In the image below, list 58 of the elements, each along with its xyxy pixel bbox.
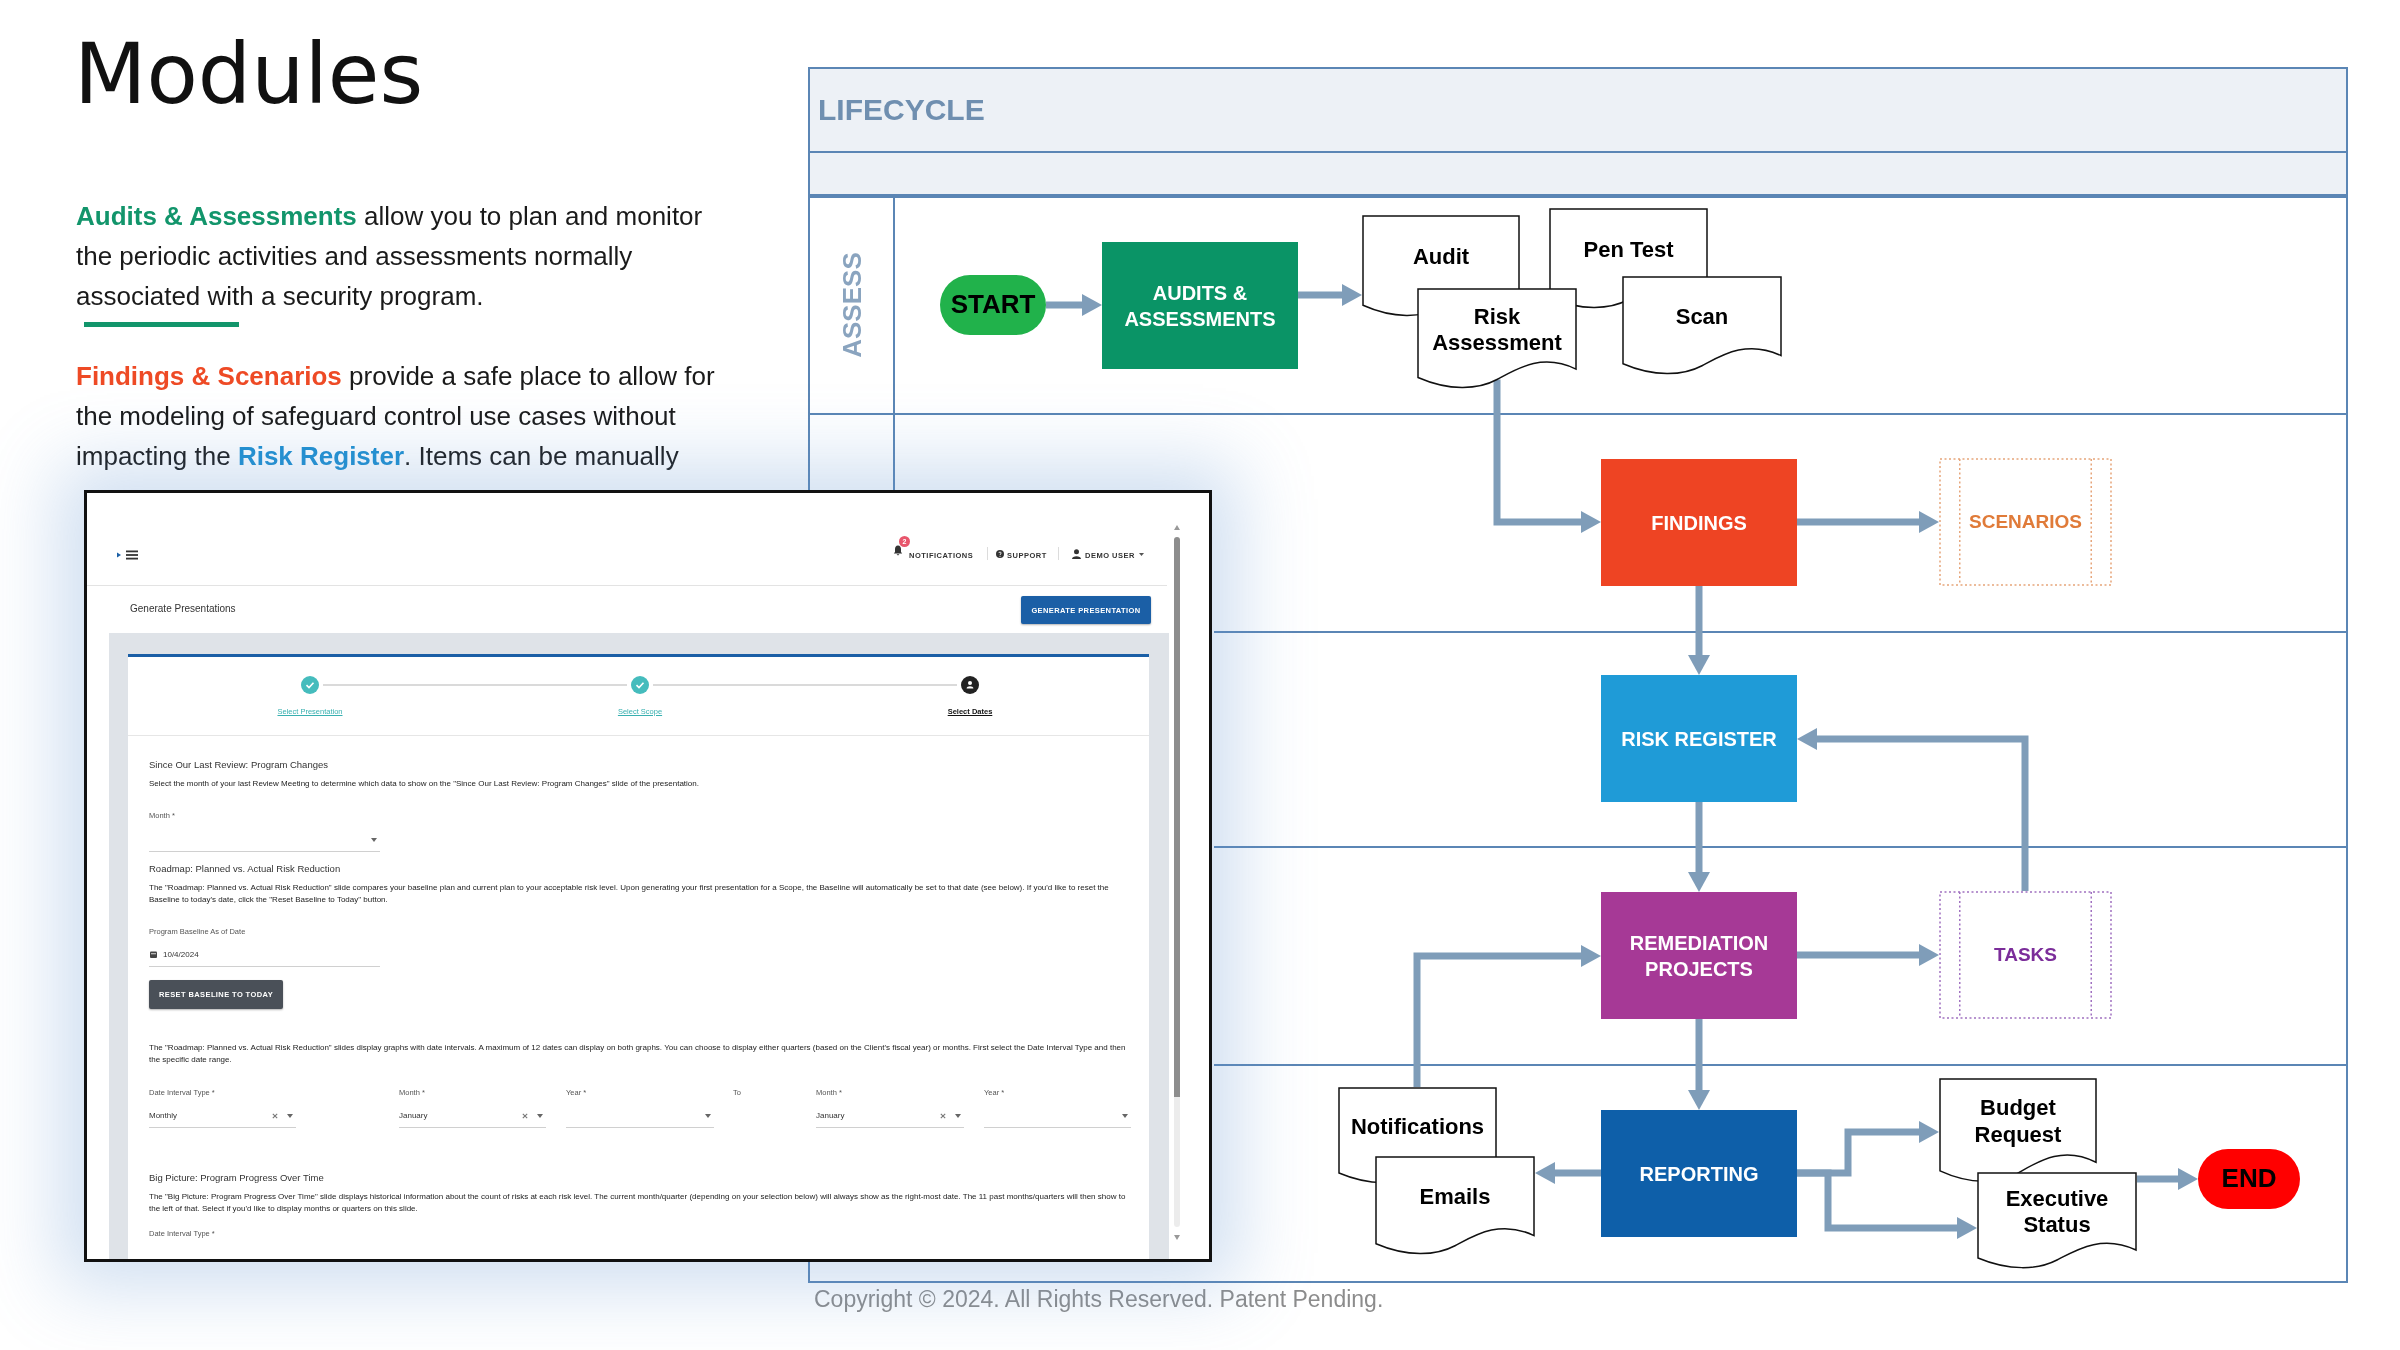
description-text: Audits & Assessments allow you to plan and monitor the periodic activities and assessments normally associated with a security program. [76,200,704,313]
node-label: REMEDIATION PROJECTS [1628,930,1770,982]
help-text: The "Roadmap: Planned vs. Actual Risk Reduction" slides display graphs with date intervals. A maximum of 12 dates can display on both graphs. You can choose to display either quarters (based on the Client's fiscal year) or months. First select the Date Interval Type and then the specific date range. [149,1042,1127,1066]
date-field: 10/4/2024 [149,943,380,967]
node-label: FINDINGS [1651,510,1747,536]
help-text: The "Big Picture: Program Progress Over Time" slide displays historical information about the count of risks at each risk level. The current month/quarter (depending on your selection below) will always show as the right-most date. The 11 past months/quarters will then show to the left of that. Select if you'd like to display months or quarters on this slide. [149,1191,1127,1215]
select-field: January [816,1103,964,1128]
arrow [1797,728,2029,891]
node-label: Executive Status [2004,1185,2110,1239]
node-label: Scan [1675,303,1729,330]
node-label: Pen Test [1583,236,1674,263]
node-label: TASKS [1994,943,2057,967]
pool-title: LIFECYCLE [818,93,985,127]
terminal-shape [2198,1149,2300,1209]
arrow [1797,511,1939,533]
terminal-shape [940,275,1046,335]
arrow [1535,1162,1601,1184]
copyright-text: Copyright © 2024. All Rights Reserved. Patent Pending. [814,1285,1384,1314]
arrow [1298,284,1362,306]
arrow [1688,1019,1710,1110]
node-label: END [2221,1164,2277,1194]
node-label: Risk Assessment [1431,303,1563,356]
node-label: AUDITS & ASSESSMENTS [1123,280,1277,332]
select-field: Monthly [149,1103,296,1128]
arrow [1797,1169,1977,1239]
node-label: Budget Request [1973,1094,2063,1148]
node-label: Notifications [1350,1113,1485,1141]
node-label: SCENARIOS [1969,510,2082,534]
node-label: Audit [1412,243,1470,271]
arrow [1493,379,1601,533]
slide-title: Modules [74,26,424,123]
arrow [1688,586,1710,675]
arrow [2137,1168,2198,1190]
node-label: Emails [1419,1183,1491,1210]
select-field: January [399,1103,546,1128]
lane-title: ASSESS [836,251,867,358]
process-box [1601,675,1797,802]
node-label: RISK REGISTER [1621,726,1777,752]
node-label: START [950,290,1036,320]
subprocess-box [1939,458,2112,586]
process-box [1601,1110,1797,1237]
process-box [1102,242,1298,369]
arrow [1046,294,1102,316]
section-heading: Big Picture: Program Progress Over Time [149,1172,324,1184]
arrow [1688,802,1710,892]
process-box [1601,459,1797,586]
node-label: REPORTING [1639,1161,1759,1187]
description-text: Findings & Scenarios provide a safe place to allow for the modeling of safeguard control use cases without impacting the Risk Register. Items can be manually [76,360,716,473]
subprocess-box [1939,891,2112,1019]
arrow [1413,945,1601,1087]
section-heading: Since Our Last Review: Program Changes [149,759,328,771]
help-text: Select the month of your last Review Meeting to determine which data to show on the "Since Our Last Review: Program Changes" slide of the presentation. [149,778,700,790]
section-heading: Roadmap: Planned vs. Actual Risk Reduction [149,863,341,875]
swimlane-lane [808,196,2348,413]
arrow [1797,944,1939,966]
page-heading: Generate Presentations [130,603,236,616]
help-text: The "Roadmap: Planned vs. Actual Risk Reduction" slide compares your baseline plan and current plan to your acceptable risk level. Upon generating your first presentation for a Scope, the Baseline will automatically be set to that date (see below). If you'd like to reset the Baseline to today's date, click the "Reset Baseline to Today" button. [149,882,1110,906]
process-box [1601,892,1797,1019]
